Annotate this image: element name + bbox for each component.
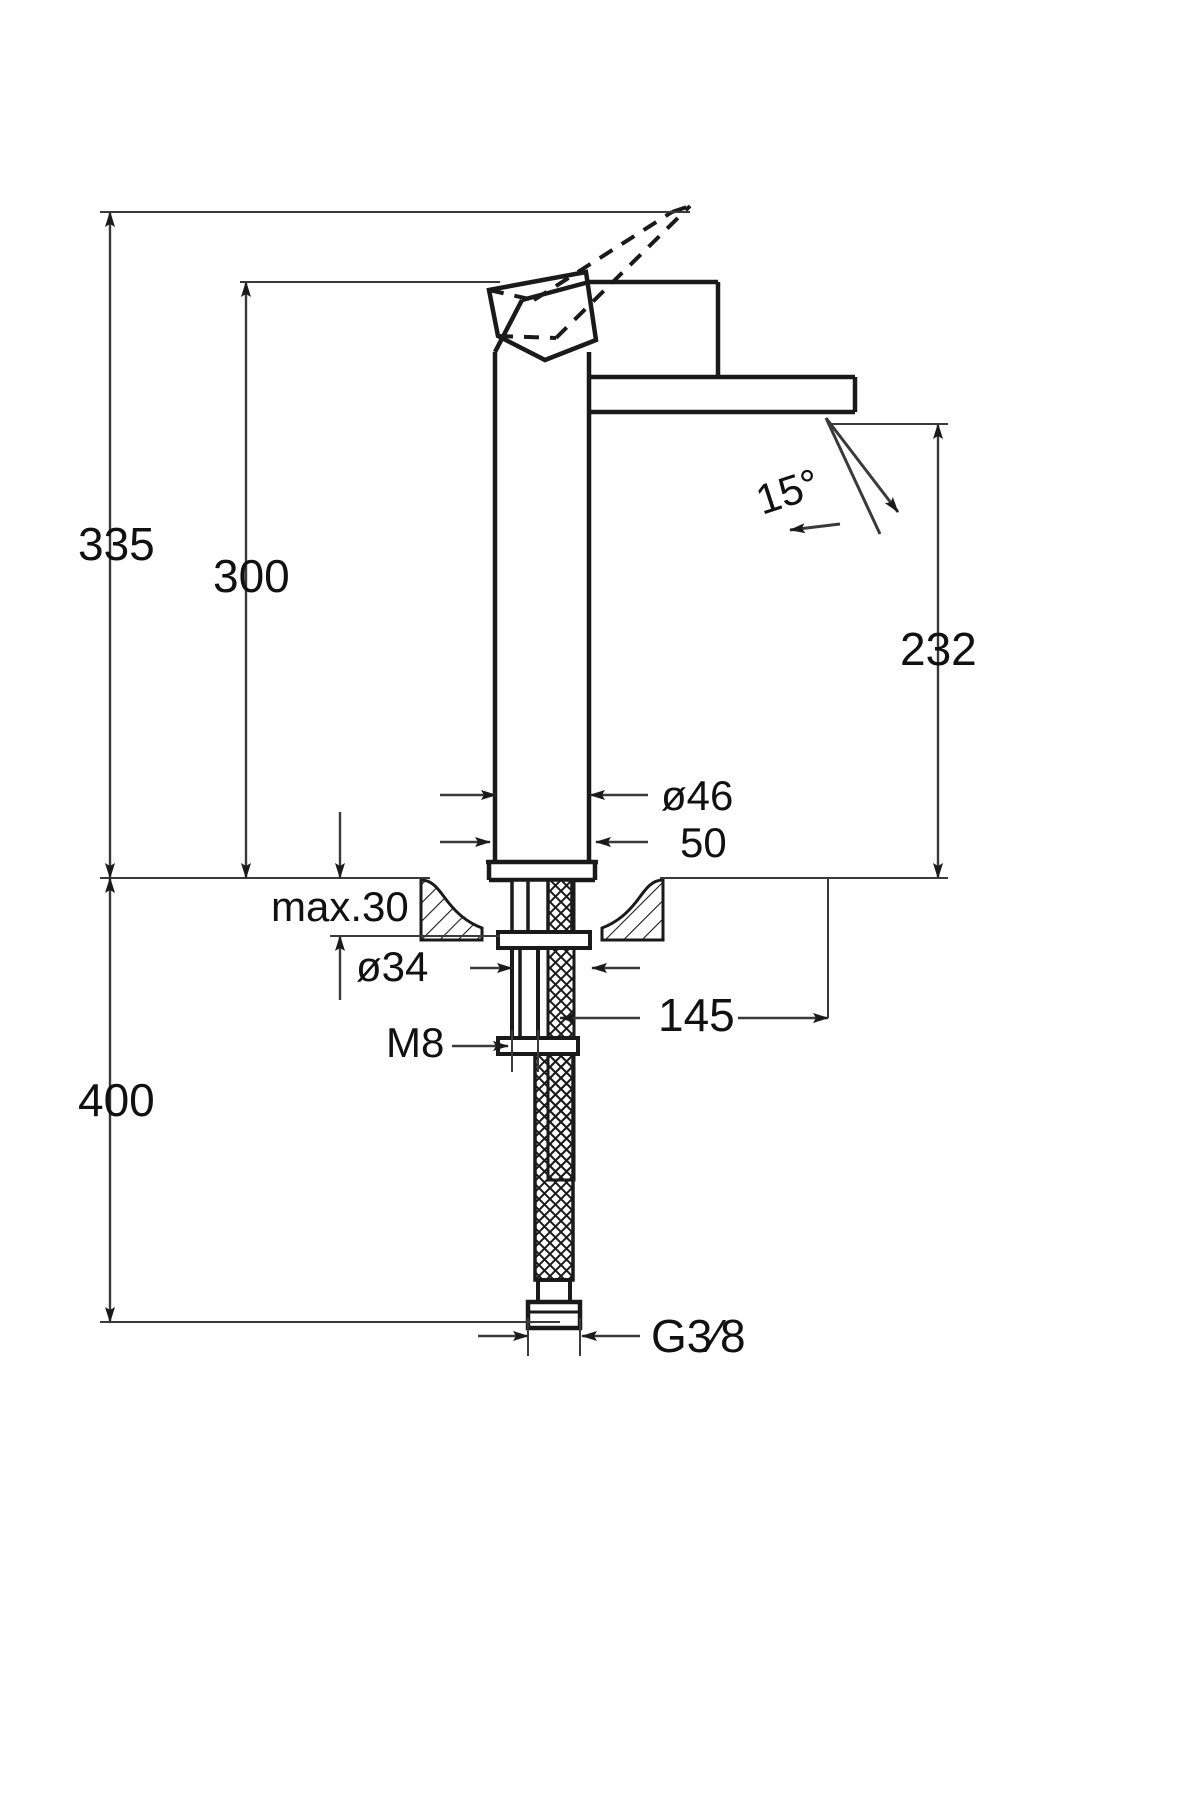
deck-left-hatch — [419, 878, 484, 942]
lever-handle-solid — [486, 269, 599, 363]
label-g38: G3⁄8 — [651, 1310, 746, 1362]
angle-leader-c — [789, 522, 841, 534]
dimension-lines — [100, 211, 948, 1356]
label-145: 145 — [658, 989, 735, 1041]
dimension-labels: 335 300 232 ø46 50 max.30 ø34 M8 145 400… — [78, 459, 977, 1362]
m8-stud — [510, 946, 540, 1040]
label-232: 232 — [900, 623, 977, 675]
label-300: 300 — [213, 550, 290, 602]
label-m8: M8 — [386, 1019, 444, 1066]
deck-right-hatch — [600, 878, 665, 942]
mounting-washer — [496, 930, 592, 950]
counter-deck-section — [419, 878, 665, 942]
g38-hex-nut — [525, 1299, 583, 1331]
label-max30: max.30 — [271, 883, 409, 930]
angle-leader-a — [824, 417, 882, 535]
housing-left-top — [521, 279, 590, 303]
shank-and-supply — [496, 878, 592, 1331]
housing-left-chamfer — [493, 298, 524, 354]
label-d46: ø46 — [661, 772, 733, 819]
label-335: 335 — [78, 518, 155, 570]
label-d34: ø34 — [356, 943, 428, 990]
label-400: 400 — [78, 1074, 155, 1126]
faucet-body-geometry — [486, 204, 858, 883]
hose-ferrule — [536, 1278, 572, 1304]
label-50: 50 — [680, 819, 727, 866]
lever-handle-open-dashed — [488, 204, 692, 340]
flexible-hose — [533, 1052, 575, 1282]
angle-leader-b — [824, 417, 900, 513]
label-15-degrees: 15° — [750, 459, 825, 523]
